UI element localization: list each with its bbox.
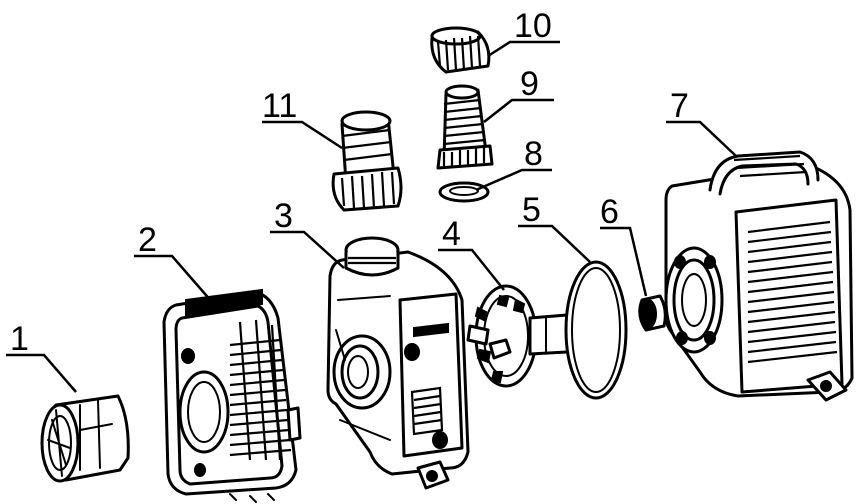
- leader-6: [600, 226, 648, 297]
- part-6-bushing: [638, 294, 667, 332]
- leader-10: [487, 40, 560, 58]
- callout-3: 3: [274, 197, 293, 235]
- leader-1: [6, 353, 77, 393]
- part-9-hose-barb: [436, 84, 494, 170]
- leader-lines: [6, 40, 737, 393]
- leader-4: [438, 248, 505, 291]
- callout-5: 5: [522, 191, 541, 229]
- callout-8: 8: [524, 135, 543, 173]
- leader-2: [134, 254, 213, 303]
- callout-10: 10: [514, 7, 552, 45]
- part-3-pump-housing: [326, 236, 470, 490]
- callout-7: 7: [670, 87, 689, 125]
- callout-labels: 1 2 3 4 5 6 7 8 9 10 11: [10, 7, 689, 358]
- callout-11: 11: [262, 87, 297, 125]
- part-7-motor-housing: [664, 150, 854, 402]
- callout-4: 4: [442, 215, 461, 253]
- leader-7: [666, 120, 737, 157]
- leader-11: [262, 120, 343, 150]
- leader-8: [475, 168, 552, 192]
- callout-6: 6: [600, 193, 619, 231]
- leader-9: [483, 98, 554, 123]
- leader-3: [270, 230, 345, 269]
- callout-9: 9: [520, 65, 539, 103]
- part-5-seal-ring: [564, 260, 628, 400]
- part-10-union-nut: [430, 26, 491, 74]
- part-8-washer: [438, 181, 490, 203]
- part-11-threaded-adapter: [331, 110, 403, 212]
- callout-1: 1: [10, 320, 29, 358]
- part-2-front-cover: [162, 288, 302, 503]
- leader-5: [518, 224, 591, 263]
- part-1-strainer-cap: [40, 394, 130, 483]
- callout-2: 2: [138, 221, 157, 259]
